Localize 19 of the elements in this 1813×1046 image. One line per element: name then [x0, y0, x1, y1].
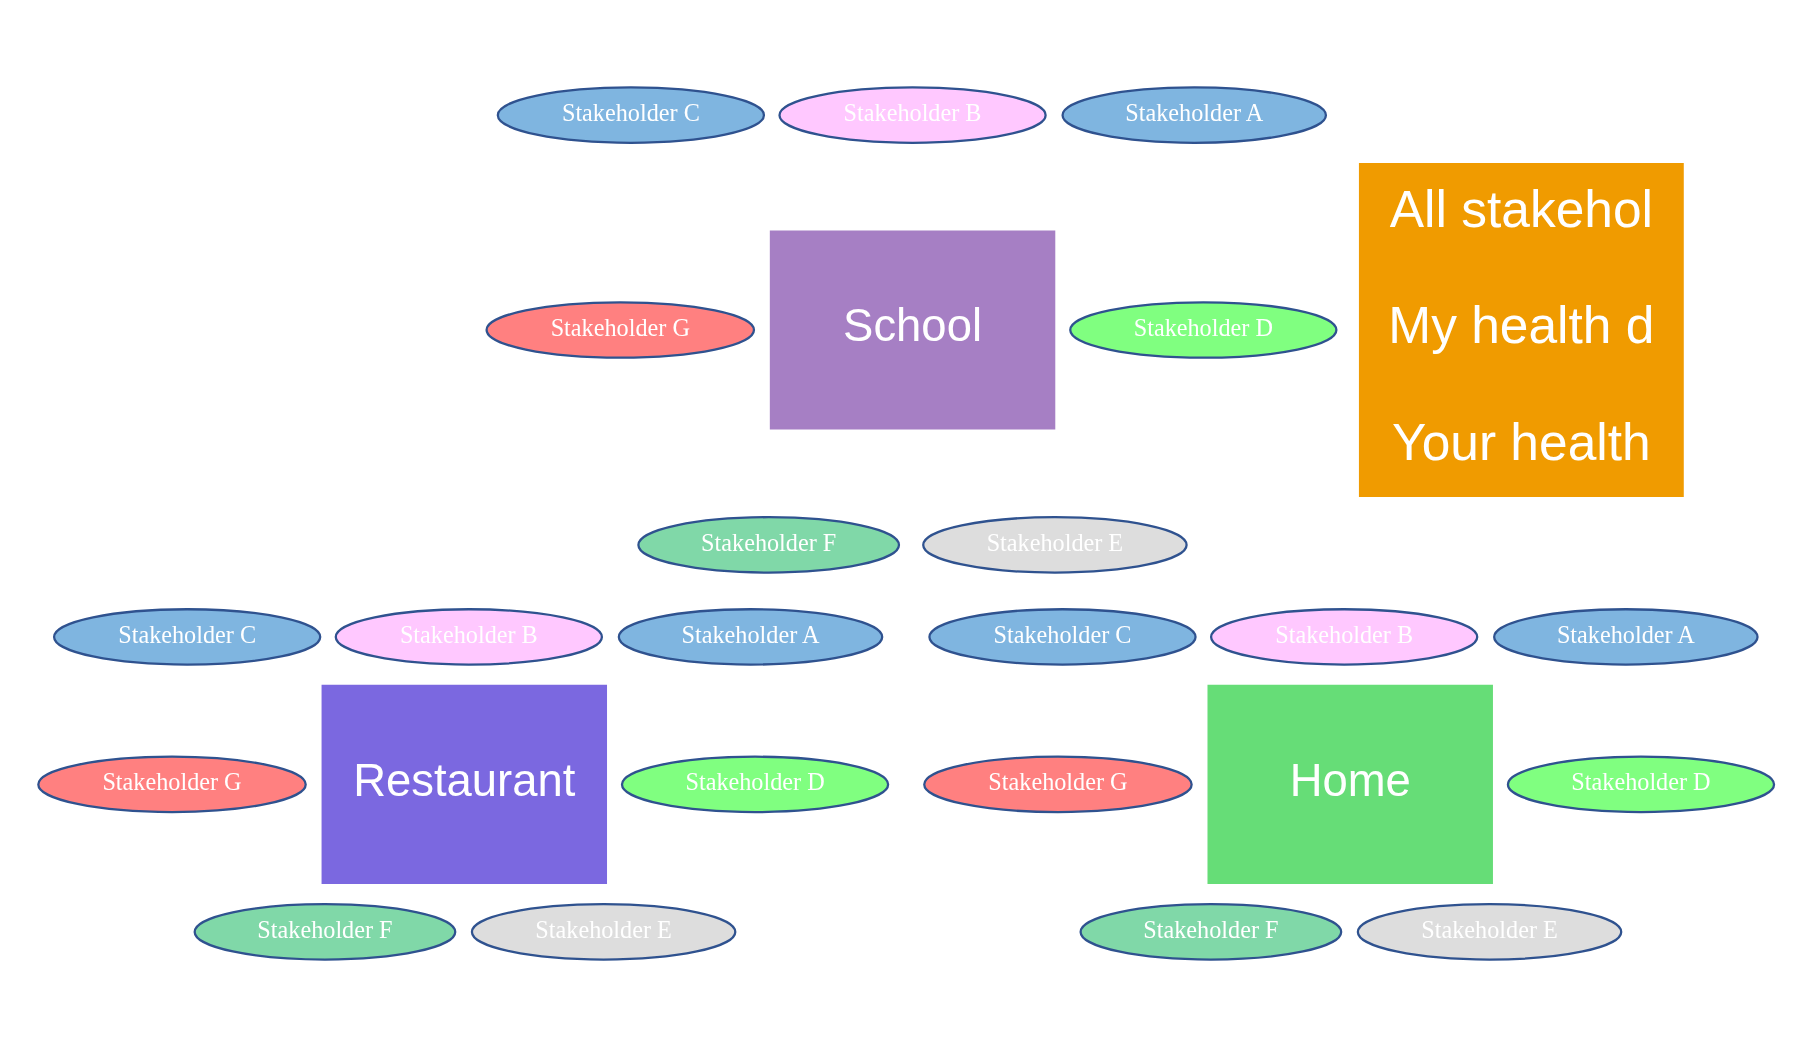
node-box: Restaurant: [321, 684, 608, 884]
node-ellipse: Stakeholder A: [1493, 607, 1759, 666]
node-ellipse: Stakeholder A: [1061, 85, 1328, 144]
node-ellipse: Stakeholder F: [637, 515, 901, 574]
node-box: All stakehol My health d Your health: [1358, 162, 1684, 497]
node-ellipse: Stakeholder F: [1079, 902, 1343, 961]
node-ellipse: Stakeholder D: [620, 755, 890, 813]
node-ellipse: Stakeholder D: [1069, 300, 1338, 359]
node-ellipse: Stakeholder D: [1506, 755, 1776, 813]
node-ellipse: Stakeholder C: [496, 85, 766, 144]
node-ellipse: Stakeholder F: [193, 902, 457, 961]
node-box: Home: [1207, 684, 1493, 884]
node-ellipse: Stakeholder G: [37, 755, 307, 813]
node-ellipse: Stakeholder A: [617, 607, 884, 666]
node-ellipse: Stakeholder C: [52, 607, 322, 666]
node-ellipse: Stakeholder G: [485, 300, 756, 359]
node-box: School: [769, 229, 1056, 430]
node-ellipse: Stakeholder G: [923, 755, 1193, 813]
node-ellipse: Stakeholder C: [928, 607, 1197, 666]
